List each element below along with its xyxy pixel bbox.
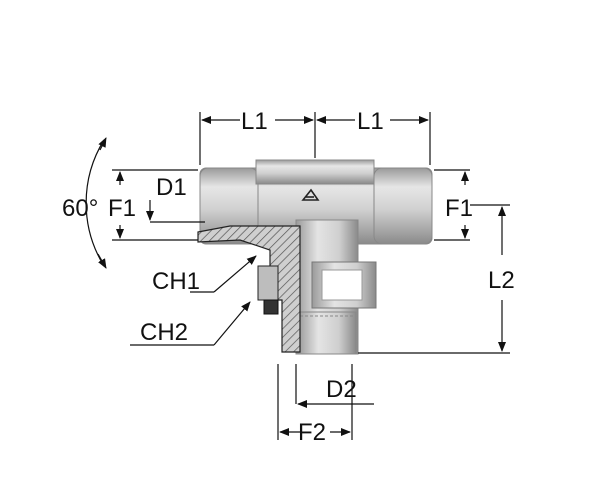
label-f1-right: F1 [445,195,473,222]
label-d2: D2 [326,376,357,403]
label-f1-left: F1 [108,195,136,222]
label-ch2: CH2 [140,319,188,346]
label-angle: 60° [62,195,98,222]
ch1-hex [257,265,279,301]
label-l1-left: L1 [241,108,268,135]
nut-window [321,269,363,301]
ch2-seal [263,299,279,315]
center-band [255,159,375,185]
left-port [199,167,259,245]
label-d1: D1 [156,174,187,201]
label-f2: F2 [298,419,326,446]
tee-body [199,159,433,355]
branch-thread [297,311,357,355]
right-port [373,167,433,245]
label-l1-right: L1 [357,108,384,135]
dimensions [85,112,510,440]
label-ch1: CH1 [152,268,200,295]
section-cut [197,225,301,353]
brand-logo [301,188,320,201]
label-l2: L2 [488,267,515,294]
